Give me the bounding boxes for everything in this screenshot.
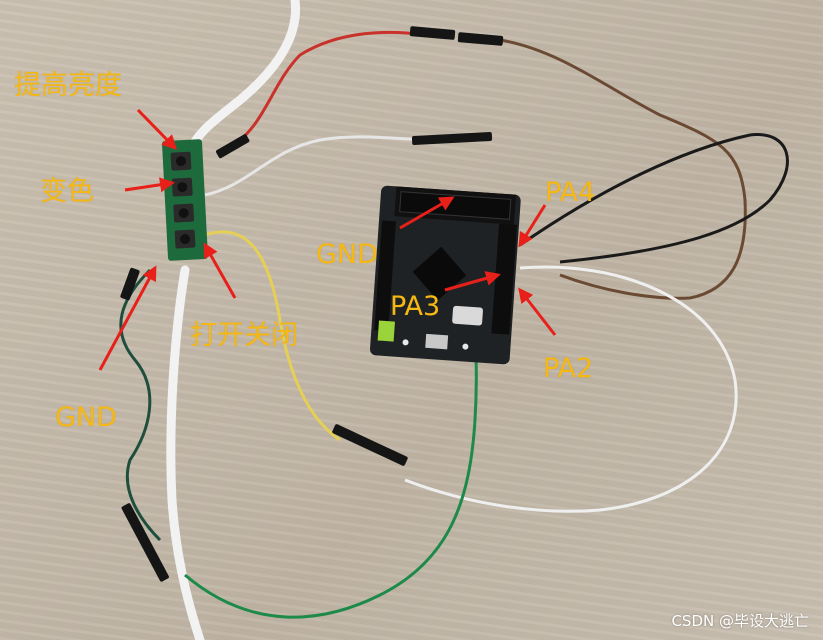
connector [457,32,504,46]
label-pa2: PA2 [543,353,594,384]
arrow-pa2 [518,287,557,336]
arrow-brightness [136,108,178,151]
label-pa3: PA3 [390,291,441,322]
label-pa4: PA4 [545,177,596,208]
dark-green-wire [119,268,162,542]
white-cable [185,0,301,155]
label-gnd-board: GND [316,239,378,270]
label-gnd-left: GND [55,402,117,433]
yellow-wire [204,230,341,442]
brown-wire [499,38,747,300]
watermark: CSDN @毕设大逃亡 [671,612,809,630]
connector [411,132,493,145]
white-cable-lower [166,265,205,640]
arrow-pa4 [518,204,547,248]
arrow-color [124,177,175,193]
connector [409,26,456,40]
black-wire [519,133,789,264]
label-brightness-up: 提高亮度 [14,70,122,101]
connector [216,134,250,159]
white-wire-pa2 [404,265,738,513]
arrow-gnd-board [399,196,455,230]
connector [121,503,169,582]
arrow-gnd-left [98,265,157,371]
label-power-toggle: 打开关闭 [190,320,298,351]
connector [332,424,408,466]
arrow-pa3 [444,271,501,292]
red-wire [239,30,426,142]
arrow-power [203,242,237,299]
button-module [162,139,208,261]
mcu-board [369,185,521,365]
connector [120,267,140,301]
grey-wire [204,135,441,197]
label-change-color: 变色 [40,176,94,207]
